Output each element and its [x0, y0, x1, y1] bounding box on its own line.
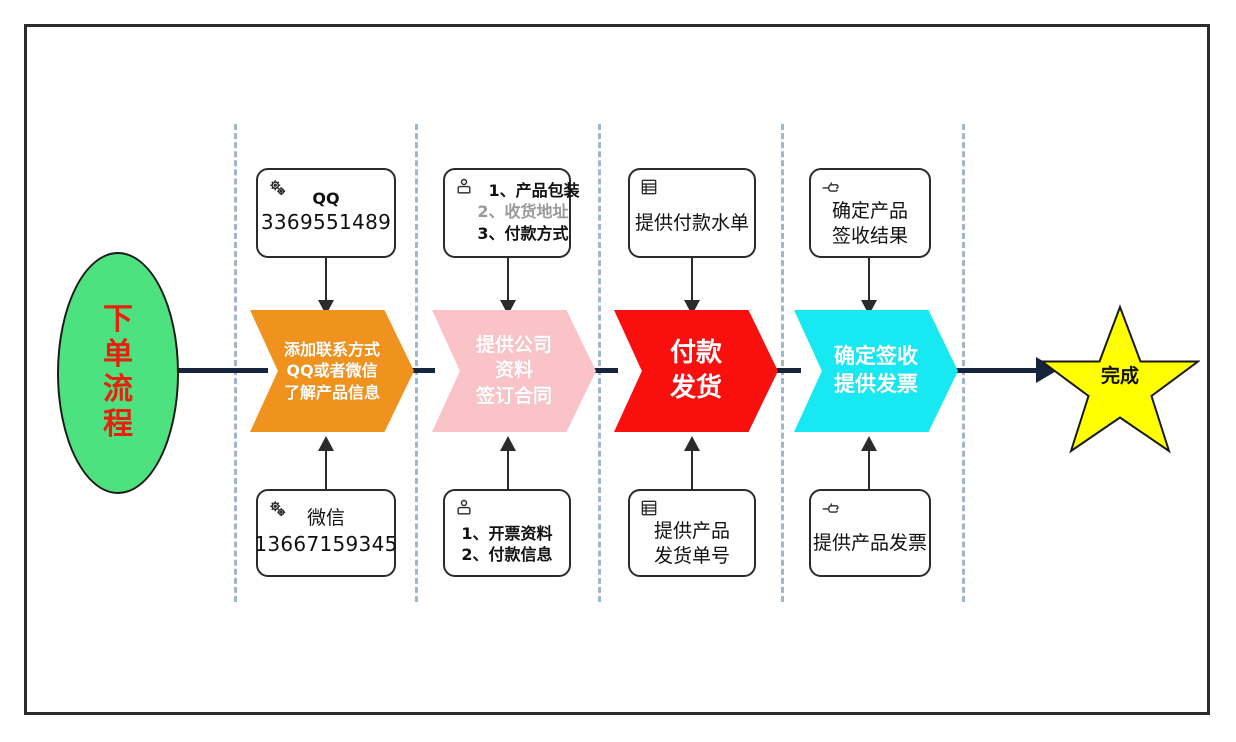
note-line: 签收结果: [831, 225, 908, 247]
note-payment-receipt-body: 提供付款水单: [635, 176, 750, 260]
note-provide-invoice-body: 提供产品发票: [813, 497, 927, 579]
note-shipping-number-body: 提供产品 发货单号: [638, 497, 746, 579]
connector-arrowhead: [861, 436, 877, 451]
gears-icon: [267, 498, 289, 520]
stage-label-line: 提供发票: [834, 372, 918, 396]
note-line: 2、收货地址: [477, 202, 569, 222]
pointing-hand-icon: [820, 498, 842, 520]
stage-label-line: 签订合同: [475, 384, 552, 407]
stage-contact-label: 添加联系方式 QQ或者微信 了解产品信息: [284, 339, 380, 403]
star-icon: [1038, 304, 1202, 454]
connector-product-details-to-stage: [507, 258, 509, 306]
connector-arrowhead: [684, 436, 700, 451]
connector-payment-receipt-to-stage: [691, 258, 693, 306]
stage-label-line: QQ或者微信: [286, 361, 378, 381]
note-line: 微信: [306, 507, 345, 530]
spine-segment-3: [756, 368, 801, 373]
gears-icon: [267, 177, 289, 199]
note-line: 1、开票资料: [461, 523, 553, 543]
note-line: 13667159345: [254, 532, 398, 557]
note-qq[interactable]: QQ 3369551489: [256, 168, 396, 258]
spine-segment-start: [168, 368, 268, 373]
stage-confirm-invoice-label: 确定签收 提供发票: [834, 343, 918, 399]
end-node[interactable]: 完成: [1038, 303, 1202, 455]
note-confirm-result-body: 确定产品 签收结果: [819, 176, 921, 260]
connector-arrowhead: [500, 436, 516, 451]
start-node-label: 下 单 流 程: [103, 303, 133, 442]
note-wechat[interactable]: 微信 13667159345: [254, 489, 397, 577]
stage-label-line: 了解产品信息: [283, 382, 380, 402]
stage-payment-shipping-label: 付款 发货: [670, 336, 722, 405]
note-invoice-info[interactable]: 1、开票资料 2、付款信息: [443, 489, 571, 577]
note-confirm-result[interactable]: 确定产品 签收结果: [809, 168, 931, 258]
note-invoice-info-body: 1、开票资料 2、付款信息: [453, 497, 561, 579]
person-box-icon: [454, 177, 476, 199]
stage-label-line: 付款: [669, 338, 722, 369]
stage-label-line: 资料: [494, 359, 533, 382]
note-wechat-body: 微信 13667159345: [254, 497, 397, 567]
connector-qq-to-stage: [325, 258, 327, 306]
note-line: 3369551489: [260, 210, 392, 235]
note-provide-invoice[interactable]: 提供产品发票: [809, 489, 931, 577]
note-payment-receipt[interactable]: 提供付款水单: [628, 168, 756, 258]
swimlane-divider-1: [234, 124, 237, 602]
connector-wechat-to-stage: [325, 450, 327, 490]
note-line: 1、产品包装: [488, 181, 580, 201]
spine-segment-end: [939, 368, 1039, 373]
connector-arrowhead: [318, 436, 334, 451]
document-lines-icon: [639, 498, 661, 520]
note-line: 3、付款方式: [477, 223, 569, 243]
note-line: 提供付款水单: [635, 212, 750, 235]
swimlane-divider-5: [962, 124, 965, 602]
start-char-1: 下: [103, 302, 133, 338]
stage-label-line: 添加联系方式: [283, 340, 380, 360]
connector-provide-invoice-to-stage: [868, 450, 870, 490]
start-node[interactable]: 下 单 流 程: [57, 252, 179, 494]
person-box-icon: [454, 498, 476, 520]
note-line: 提供产品发票: [813, 532, 928, 555]
note-shipping-number[interactable]: 提供产品 发货单号: [628, 489, 756, 577]
note-product-details[interactable]: 1、产品包装 2、收货地址 3、付款方式: [443, 168, 580, 258]
note-line: 2、付款信息: [461, 545, 553, 564]
pointing-hand-icon: [820, 177, 842, 199]
document-lines-icon: [639, 177, 661, 199]
swimlane-divider-3: [598, 124, 601, 602]
connector-invoice-info-to-stage: [507, 450, 509, 490]
note-product-details-body: 1、产品包装 2、收货地址 3、付款方式: [453, 176, 580, 248]
start-char-2: 单: [103, 337, 133, 373]
stage-label-line: 确定签收: [834, 344, 918, 369]
stage-label-line: 发货: [669, 373, 722, 403]
note-line: QQ: [312, 189, 340, 209]
swimlane-divider-2: [415, 124, 418, 602]
stage-label-line: 提供公司: [475, 334, 552, 357]
swimlane-divider-4: [781, 124, 784, 602]
start-char-4: 程: [103, 406, 133, 442]
note-line: 发货单号: [653, 545, 730, 567]
note-qq-body: QQ 3369551489: [261, 176, 391, 248]
connector-confirm-result-to-stage: [868, 258, 870, 306]
stage-company-info-label: 提供公司 资料 签订合同: [476, 333, 552, 409]
connector-shipping-number-to-stage: [691, 450, 693, 490]
start-char-3: 流: [103, 372, 133, 407]
note-line: 确定产品: [831, 199, 908, 222]
note-line: 提供产品: [653, 519, 730, 542]
